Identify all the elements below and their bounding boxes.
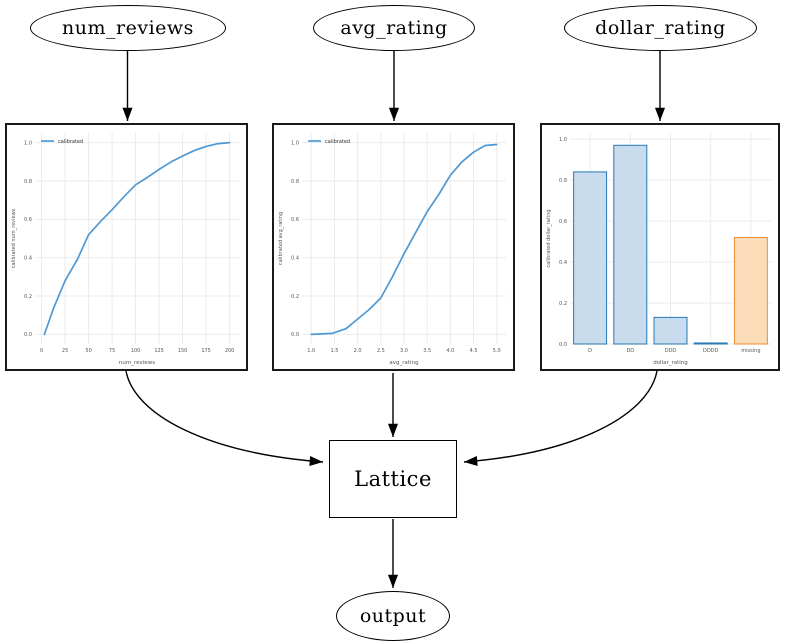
svg-text:DDDD: DDDD [703,348,719,354]
svg-text:100: 100 [131,348,141,354]
svg-text:avg_rating: avg_rating [389,360,418,366]
svg-text:0.2: 0.2 [291,294,299,300]
svg-text:calibrated: calibrated [58,139,83,145]
svg-text:5.0: 5.0 [493,348,501,354]
svg-text:calibrated avg_rating: calibrated avg_rating [278,212,284,265]
node-dollar-rating-label: dollar_rating [595,17,726,39]
svg-text:0.4: 0.4 [291,255,299,261]
svg-text:1.0: 1.0 [307,348,315,354]
calibration-plot-avg-rating: 0.0 0.2 0.4 0.6 0.8 1.0 1.0 1.5 2.0 2.5 3.0 3.5 4.0 4… [272,123,515,371]
svg-text:25: 25 [62,348,68,354]
svg-text:0.4: 0.4 [24,255,32,261]
svg-text:0.8: 0.8 [559,178,567,184]
svg-text:0.6: 0.6 [291,217,299,223]
calibration-plot-num-reviews: 0.0 0.2 0.4 0.6 0.8 1.0 0 25 50 75 100 125 150 175 200… [5,123,248,371]
edge-plot-dollar-rating-to-lattice [463,370,658,466]
node-avg-rating-label: avg_rating [340,17,448,39]
svg-text:DD: DD [626,348,634,354]
edge-plot-num-reviews-to-lattice [125,370,324,467]
svg-text:dollar_rating: dollar_rating [653,360,688,366]
svg-text:0.8: 0.8 [24,179,32,185]
svg-text:175: 175 [201,348,211,354]
svg-text:0.2: 0.2 [24,294,32,300]
svg-text:200: 200 [225,348,235,354]
svg-text:3.0: 3.0 [400,348,408,354]
svg-text:0.2: 0.2 [559,301,567,307]
svg-text:4.5: 4.5 [470,348,478,354]
num-reviews-calibration-chart: 0.0 0.2 0.4 0.6 0.8 1.0 0 25 50 75 100 125 150 175 200… [11,133,239,366]
svg-text:0.4: 0.4 [559,260,567,266]
svg-text:0: 0 [40,348,43,354]
svg-text:calibrated dollar_rating: calibrated dollar_rating [546,209,552,267]
svg-text:0.0: 0.0 [291,332,299,338]
svg-text:0.0: 0.0 [559,342,567,348]
avg-rating-calibration-chart: 0.0 0.2 0.4 0.6 0.8 1.0 1.0 1.5 2.0 2.5 3.0 3.5 4.0 4… [278,133,506,366]
svg-text:1.0: 1.0 [291,140,299,146]
node-lattice: Lattice [329,440,457,518]
node-avg-rating: avg_rating [313,5,475,51]
svg-text:num_reviews: num_reviews [119,360,155,366]
svg-text:3.5: 3.5 [423,348,431,354]
svg-text:1.5: 1.5 [330,348,338,354]
svg-text:150: 150 [178,348,188,354]
svg-text:D: D [588,348,592,354]
node-lattice-label: Lattice [354,467,432,491]
svg-text:75: 75 [109,348,115,354]
node-dollar-rating: dollar_rating [564,5,757,51]
svg-text:0.8: 0.8 [291,179,299,185]
svg-text:calibrated num_reviews: calibrated num_reviews [11,208,17,268]
svg-text:1.0: 1.0 [24,140,32,146]
node-num-reviews-label: num_reviews [62,17,194,39]
svg-text:50: 50 [85,348,91,354]
svg-text:2.0: 2.0 [354,348,362,354]
svg-text:2.5: 2.5 [377,348,385,354]
svg-text:0.6: 0.6 [24,217,32,223]
svg-text:0.6: 0.6 [559,219,567,225]
node-output: output [336,591,450,641]
svg-text:4.0: 4.0 [446,348,454,354]
node-output-label: output [359,605,427,627]
svg-text:DDD: DDD [665,348,677,354]
svg-text:calibrated: calibrated [325,139,350,145]
svg-text:1.0: 1.0 [559,137,567,143]
node-num-reviews: num_reviews [30,5,226,51]
svg-text:missing: missing [741,348,760,354]
svg-text:125: 125 [154,348,164,354]
svg-text:0.0: 0.0 [24,332,32,338]
